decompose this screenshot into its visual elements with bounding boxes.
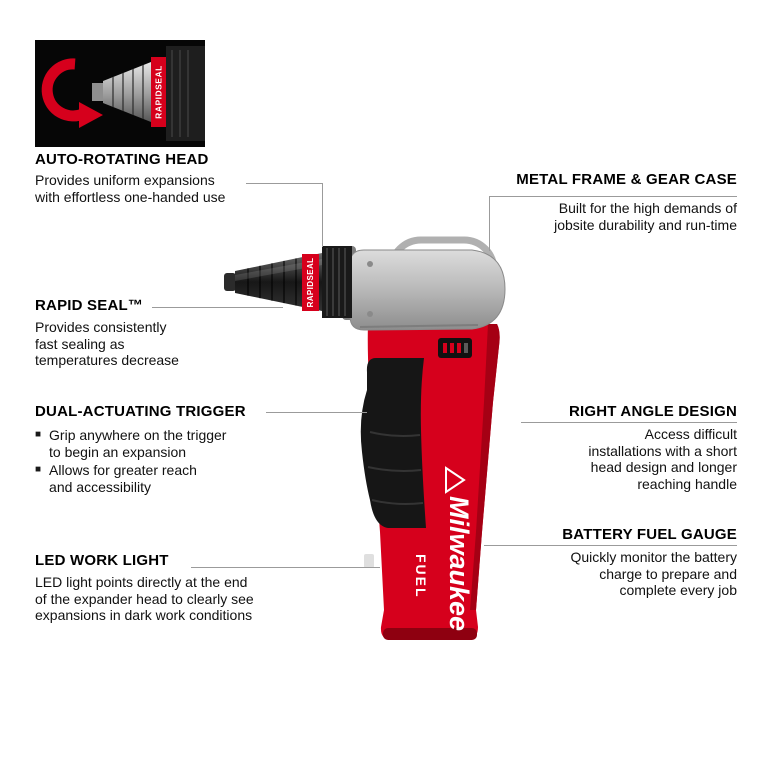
bullet-square-icon: ■ bbox=[35, 464, 42, 475]
callout-title-metal-frame-gear-case: METAL FRAME & GEAR CASE bbox=[516, 171, 737, 188]
callout-line-auto-v bbox=[322, 183, 323, 247]
battery-gauge-module bbox=[438, 338, 472, 358]
callout-line-metal-h bbox=[489, 196, 737, 197]
callout-body-rapid-seal: Provides consistently fast sealing as te… bbox=[35, 319, 179, 368]
trigger-bullet-list: ■ Grip anywhere on the trigger to begin … bbox=[35, 427, 265, 497]
milwaukee-logo-text: Milwaukee bbox=[444, 496, 474, 631]
mode-triangle-marker bbox=[445, 466, 466, 494]
rapidseal-band-text: RAPIDSEAL bbox=[306, 258, 315, 308]
callout-title-battery-fuel-gauge: BATTERY FUEL GAUGE bbox=[562, 526, 737, 543]
bullet-square-icon: ■ bbox=[35, 429, 42, 440]
bullet-item: ■ Allows for greater reach and accessibi… bbox=[35, 462, 265, 495]
rapidseal-band bbox=[302, 254, 319, 311]
inset-rapidseal-band bbox=[151, 57, 166, 127]
rotation-arrow-icon bbox=[41, 58, 103, 128]
callout-line-right-angle bbox=[521, 422, 737, 423]
gear-case bbox=[342, 246, 506, 331]
callout-body-led-work-light: LED light points directly at the end of … bbox=[35, 574, 254, 623]
callout-body-battery-fuel-gauge: Quickly monitor the battery charge to pr… bbox=[570, 549, 737, 598]
callout-line-trigger bbox=[266, 412, 367, 413]
led-light bbox=[364, 554, 374, 568]
handle-base bbox=[383, 628, 477, 640]
callout-body-metal-frame-gear-case: Built for the high demands of jobsite du… bbox=[554, 200, 737, 233]
auto-rotating-head-inset-image: RAPIDSEAL bbox=[35, 40, 205, 147]
head-collar bbox=[322, 246, 352, 318]
inset-rapidseal-text: RAPIDSEAL bbox=[154, 65, 164, 119]
bullet-text: Allows for greater reach and accessibili… bbox=[49, 462, 197, 495]
fuel-label-text: FUEL bbox=[413, 554, 429, 599]
callout-line-battery bbox=[484, 545, 737, 546]
callout-line-led bbox=[191, 567, 380, 568]
callout-line-auto-h bbox=[246, 183, 322, 184]
inset-expander-head: RAPIDSEAL bbox=[92, 46, 205, 141]
tool-illustration: RAPIDSEAL Milwaukee FUEL bbox=[224, 236, 506, 640]
callout-body-auto-rotating-head: Provides uniform expansions with effortl… bbox=[35, 172, 226, 205]
callout-line-metal-v bbox=[489, 196, 490, 251]
callout-title-led-work-light: LED WORK LIGHT bbox=[35, 552, 169, 569]
callout-title-rapid-seal: RAPID SEAL™ bbox=[35, 297, 144, 314]
callout-line-rapidseal bbox=[152, 307, 283, 308]
callout-title-dual-actuating-trigger: DUAL-ACTUATING TRIGGER bbox=[35, 403, 246, 420]
rubber-grip-trigger bbox=[360, 358, 426, 528]
callout-body-right-angle-design: Access difficult installations with a sh… bbox=[588, 426, 737, 492]
bullet-text: Grip anywhere on the trigger to begin an… bbox=[49, 427, 227, 460]
bullet-item: ■ Grip anywhere on the trigger to begin … bbox=[35, 427, 265, 460]
expander-head-cone: RAPIDSEAL bbox=[224, 253, 322, 311]
callout-title-auto-rotating-head: AUTO-ROTATING HEAD bbox=[35, 151, 209, 168]
callout-title-right-angle-design: RIGHT ANGLE DESIGN bbox=[568, 403, 737, 420]
